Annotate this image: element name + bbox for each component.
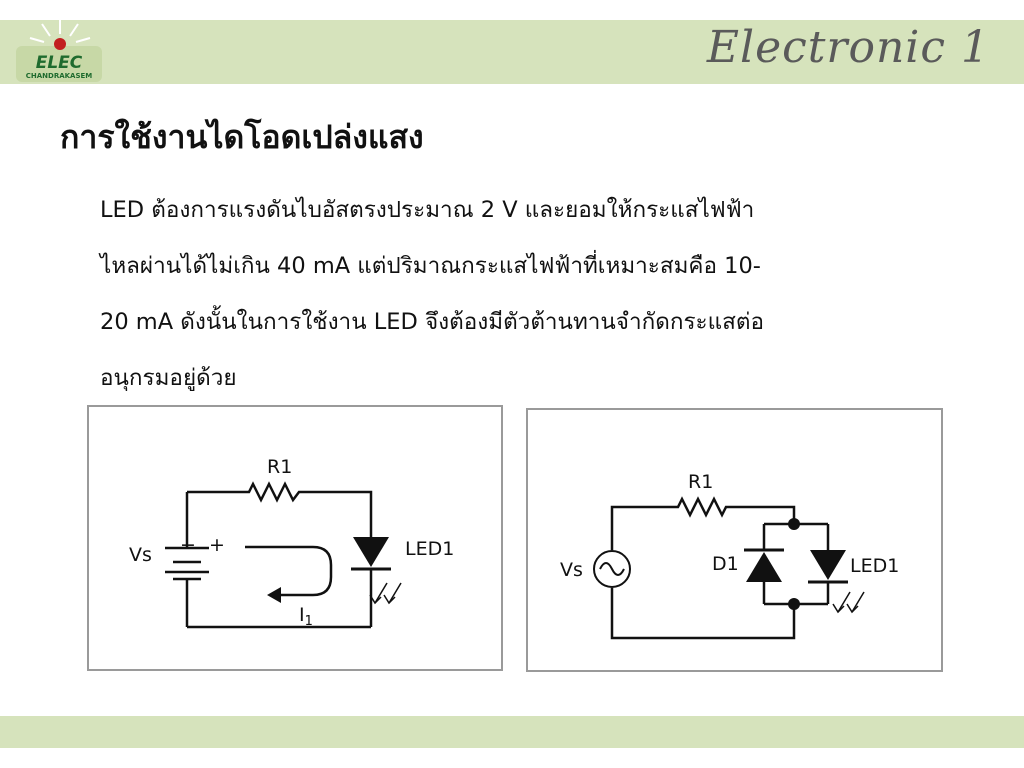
bottom-node-dot (788, 598, 800, 610)
battery-plus-label: + (209, 534, 225, 556)
led-diode-symbol (808, 550, 865, 614)
header-band (0, 20, 1024, 84)
led1-label: LED1 (405, 538, 454, 560)
led1-label: LED1 (850, 555, 899, 577)
ac-led-circuit-figure: R1 Vs D1 LED1 (526, 408, 943, 672)
logo-text: ELEC (36, 53, 83, 73)
ac-circuit-wires (610, 496, 830, 640)
vs-label: Vs (560, 559, 583, 581)
current-arrow (245, 545, 333, 603)
paragraph-line-3: 20 mA ดังนั้นในการใช้งาน LED จึงต้องมีตั… (100, 309, 764, 335)
r1-label: R1 (688, 471, 713, 493)
elec-logo: ELEC CHANDRAKASEM (12, 12, 108, 90)
slide-paragraph: LED ต้องการแรงดันไบอัสตรงประมาณ 2 V และย… (100, 182, 960, 406)
logo-subtext: CHANDRAKASEM (26, 72, 93, 80)
d1-diode-symbol (744, 548, 784, 582)
brand-title: Electronic 1 (706, 22, 990, 73)
battery-minus-label: − (180, 534, 196, 556)
slide-title: การใช้งานไดโอดเปล่งแสง (60, 118, 424, 156)
paragraph-line-1: LED ต้องการแรงดันไบอัสตรงประมาณ 2 V และย… (100, 197, 755, 223)
dc-circuit-wires (185, 481, 373, 629)
vs-label: Vs (129, 544, 152, 566)
d1-label: D1 (712, 553, 739, 575)
paragraph-line-2: ไหลผ่านได้ไม่เกิน 40 mA แต่ปริมาณกระแสไฟ… (100, 253, 761, 279)
top-node-dot (788, 518, 800, 530)
r1-label: R1 (267, 456, 292, 478)
led-diode-symbol (351, 537, 402, 605)
current-label: I1 (299, 604, 313, 629)
dc-led-circuit-figure: R1 Vs − + LED1 I1 (87, 405, 503, 671)
paragraph-line-4: อนุกรมอยู่ด้วย (100, 365, 237, 391)
ac-source-symbol (593, 550, 631, 588)
battery-symbol (165, 546, 209, 581)
footer-band (0, 716, 1024, 748)
